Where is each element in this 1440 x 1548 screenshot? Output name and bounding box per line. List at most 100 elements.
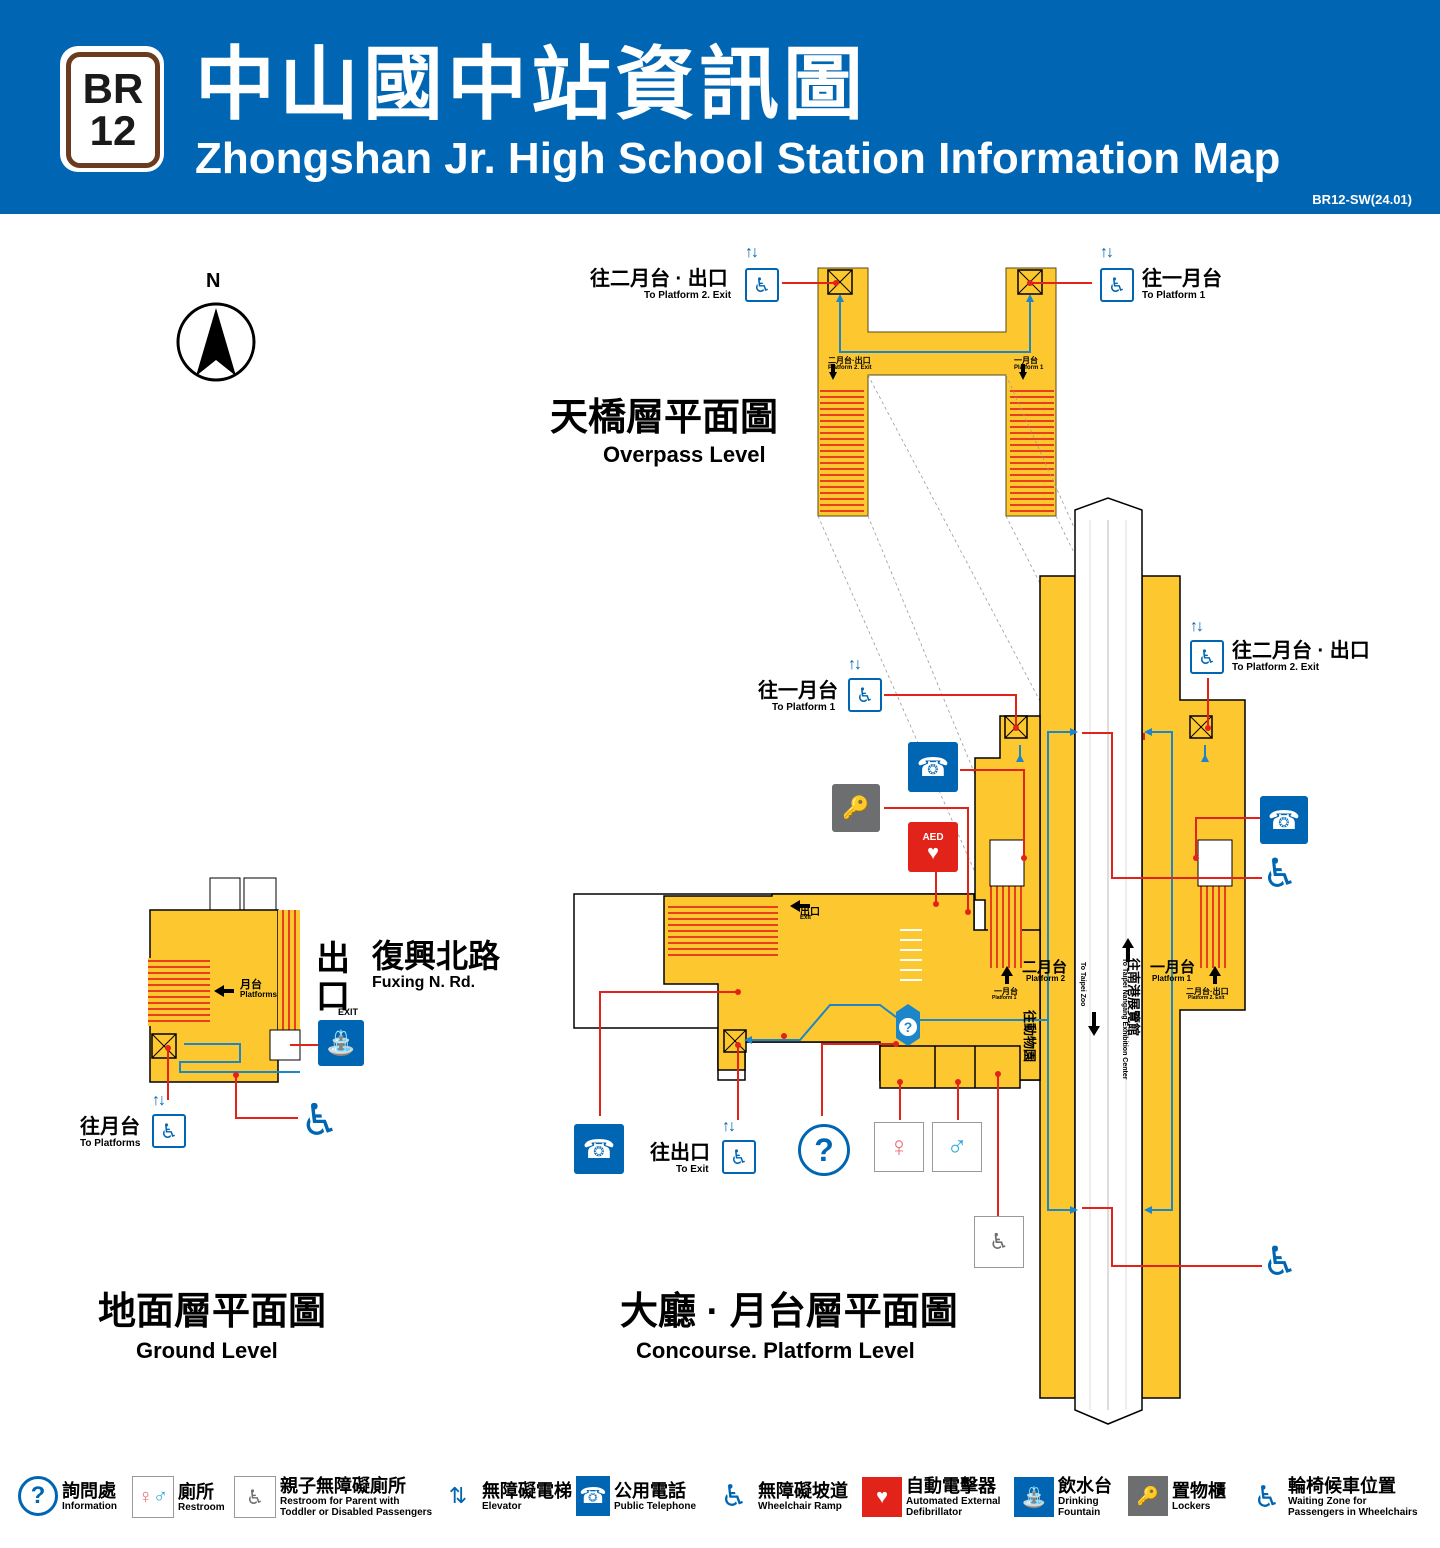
overpass-stair-right-label-en: Platform 1 [1014, 365, 1044, 371]
legend-label-en: Drinking [1058, 1496, 1099, 1507]
concourse-elev-p2-label-zh: 往二月台 · 出口 [1232, 640, 1370, 662]
legend-label-zh: 置物櫃 [1172, 1480, 1226, 1501]
legend-label-zh: 飲水台 [1058, 1476, 1112, 1496]
ground-level-title-zh: 地面層平面圖 [98, 1291, 327, 1333]
information-icon[interactable]: ? [798, 1124, 850, 1176]
concourse-elev-p2-label-en: To Platform 2. Exit [1232, 662, 1320, 673]
overpass-level-title-en: Overpass Level [603, 442, 766, 467]
elevator-updown-arrows-icon: ↑↓ [1190, 618, 1204, 635]
legend-label-en: Wheelchair Ramp [758, 1500, 842, 1512]
page-title-en: Zhongshan Jr. High School Station Inform… [195, 134, 1281, 183]
overpass-elev-right-label-zh: 往一月台 [1142, 268, 1222, 290]
concourse-level-title-zh: 大廳 · 月台層平面圖 [620, 1291, 958, 1333]
elevator-icon: ⇅ [448, 1483, 468, 1508]
overpass-stair-right-label-zh: 一月台 [1014, 356, 1038, 365]
overpass-floorplan [782, 267, 1092, 517]
concourse-elev-exit-label-en: To Exit [676, 1164, 709, 1175]
direction-zoo-en: To Taipei Zoo [1079, 962, 1086, 1007]
elevator-icon[interactable]: ♿ [722, 1140, 756, 1174]
badge-station-number: 12 [89, 107, 137, 154]
female-restroom-icon[interactable]: ♀ [874, 1122, 924, 1172]
legend-label-zh: 親子無障礙廁所 [280, 1476, 406, 1496]
legend-label-zh: 詢問處 [62, 1480, 116, 1501]
platform-arrows [790, 900, 1221, 1036]
legend-label-en: Waiting Zone for [1288, 1496, 1367, 1507]
exit-sign-zh: 出口 [316, 940, 350, 1016]
elevator-icon[interactable]: ♿ [1100, 268, 1134, 302]
map-code: BR12-SW(24.01) [1312, 192, 1412, 207]
exit-sign-en: EXIT [338, 1007, 359, 1017]
concourse-elev-p1-label-en: To Platform 1 [772, 702, 836, 713]
legend-label-en: Elevator [482, 1500, 522, 1512]
elevator-icon[interactable]: ♿ [745, 268, 779, 302]
concourse-level-title-en: Concourse. Platform Level [636, 1338, 915, 1363]
legend-label-en: Restroom [178, 1501, 225, 1513]
header-banner [0, 0, 1440, 214]
direction-zoo-zh: 往動物園 [1022, 1010, 1037, 1063]
legend-label-en: Lockers [1172, 1500, 1211, 1512]
heart-icon: ♥ [927, 841, 939, 864]
elevator-updown-arrows-icon: ↑↓ [848, 656, 862, 673]
overpass-elev-right-label-en: To Platform 1 [1142, 290, 1206, 301]
elevator-icon[interactable]: ♿ [848, 678, 882, 712]
lockers-icon[interactable]: 🔑 [832, 784, 880, 832]
small-platform1-label-en: Platform 1 [992, 995, 1017, 1001]
platform1-label-en: Platform 1 [1152, 974, 1192, 983]
compass-icon [176, 302, 256, 382]
wheelchair-ramp-icon[interactable]: ♿ [300, 1096, 340, 1145]
wheelchair-waiting-icon[interactable]: ♿ [1262, 1240, 1298, 1284]
drinking-fountain-icon: ⛲ [1014, 1477, 1054, 1517]
elevator-updown-arrows-icon: ↑↓ [152, 1092, 166, 1109]
information-icon: ? [18, 1476, 58, 1516]
road-name-en: Fuxing N. Rd. [372, 974, 476, 991]
telephone-icon[interactable]: ☎ [574, 1124, 624, 1174]
wheelchair-waiting-icon[interactable]: ♿ [1262, 852, 1298, 896]
wheelchair-waiting-icon: ♿ [1253, 1480, 1281, 1514]
lockers-icon: 🔑 [1128, 1476, 1168, 1516]
legend-label-en: Public Telephone [614, 1500, 697, 1512]
aed-label: AED [922, 831, 944, 843]
overpass-stair-left-label-zh: 二月台·出口 [828, 356, 871, 365]
legend-label-en: Information [62, 1500, 117, 1512]
platform2-label-zh: 二月台 [1022, 959, 1068, 976]
ground-platforms-label-zh: 月台 [240, 979, 262, 991]
legend-label-zh: 無障礙坡道 [758, 1480, 848, 1501]
compass-north-label: N [206, 270, 221, 292]
platform2-label-en: Platform 2 [1026, 974, 1066, 983]
legend-label-zh: 自動電擊器 [906, 1476, 996, 1496]
concourse-floorplan: ? [573, 497, 1262, 1425]
male-restroom-icon[interactable]: ♂ [932, 1122, 982, 1172]
concourse-elev-exit-label-zh: 往出口 [650, 1142, 710, 1164]
telephone-icon[interactable]: ☎ [908, 742, 958, 792]
elevator-icon[interactable]: ♿ [152, 1114, 186, 1148]
station-map: ? [148, 267, 1262, 1425]
elevator-icon[interactable]: ♿ [1190, 640, 1224, 674]
wheelchair-ramp-icon: ♿ [720, 1479, 748, 1513]
small-platform1-label-zh: 一月台 [994, 987, 1018, 996]
elevator-updown-arrows-icon: ↑↓ [1100, 244, 1114, 261]
family-restroom-icon: ♿ [234, 1476, 276, 1518]
drinking-fountain-icon[interactable]: ⛲ [318, 1020, 364, 1066]
legend-label-en2: Passengers in Wheelchairs [1288, 1507, 1418, 1518]
legend-label-zh: 輪椅候車位置 [1288, 1476, 1396, 1496]
ground-floorplan [148, 877, 318, 1119]
telephone-icon: ☎ [576, 1476, 610, 1516]
telephone-icon[interactable]: ☎ [1260, 796, 1308, 844]
legend-label-en: Restroom for Parent with [280, 1496, 400, 1507]
aed-icon[interactable]: AED ♥ [908, 822, 958, 872]
legend-label-zh: 廁所 [178, 1481, 214, 1502]
info-desk-icon: ? [896, 1004, 920, 1046]
legend-label-en2: Fountain [1058, 1507, 1101, 1518]
ground-platforms-label-en: Platforms [240, 990, 277, 999]
family-restroom-icon[interactable]: ♿ [974, 1216, 1024, 1268]
direction-nangang-en: To Taipei Nangang Exhibition Center [1121, 958, 1128, 1080]
